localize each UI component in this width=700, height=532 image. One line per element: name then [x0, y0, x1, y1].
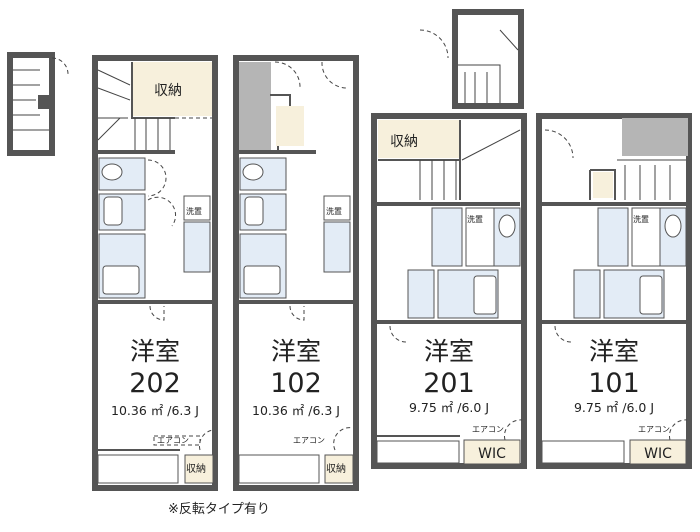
- laundry-label: 洗置: [633, 214, 649, 224]
- aircon-label: エアコン: [157, 436, 189, 445]
- storage-label: 収納: [390, 134, 418, 150]
- unit-102: 洗置 洋室 102 10.36 ㎡ /6.3 J エアコン 収納: [233, 55, 359, 491]
- aircon-label: エアコン: [472, 425, 504, 434]
- aircon-label: エアコン: [638, 425, 670, 434]
- balcony-storage-label: 収納: [326, 462, 346, 475]
- room-area: 9.75 ㎡ /6.0 J: [409, 400, 489, 415]
- unit-number: 201: [423, 368, 475, 399]
- walk-in-closet-label: WIC: [478, 446, 506, 462]
- stair-block-left: [7, 52, 69, 156]
- unit-101: 洗置 洋室 101 9.75 ㎡ /6.0 J エアコン WIC: [536, 113, 692, 469]
- room-label: 洋室: [424, 337, 474, 366]
- laundry-label: 洗置: [186, 206, 202, 216]
- room-label: 洋室: [589, 337, 639, 366]
- reverse-type-note: ※反転タイプ有り: [168, 502, 270, 517]
- walk-in-closet-label: WIC: [644, 446, 672, 462]
- room-area: 10.36 ㎡ /6.3 J: [111, 403, 199, 418]
- laundry-label: 洗置: [326, 206, 342, 216]
- unit-number: 202: [129, 368, 181, 399]
- room-label: 洋室: [271, 337, 321, 366]
- aircon-label: エアコン: [293, 436, 325, 445]
- room-label: 洋室: [130, 337, 180, 366]
- room-area: 9.75 ㎡ /6.0 J: [574, 400, 654, 415]
- laundry-label: 洗置: [467, 214, 483, 224]
- unit-202: 収納 洗置 洋室 202 10.36 ㎡ /6.3 J エアコン 収納: [92, 55, 218, 491]
- stair-block-top: [419, 9, 524, 109]
- unit-number: 102: [270, 368, 322, 399]
- unit-number: 101: [588, 368, 640, 399]
- storage-label: 収納: [154, 83, 182, 99]
- unit-201: 収納 洗置 洋室 201 9.75 ㎡ /6.0 J エアコン WIC: [371, 113, 527, 469]
- balcony-storage-label: 収納: [186, 462, 206, 475]
- room-area: 10.36 ㎡ /6.3 J: [252, 403, 340, 418]
